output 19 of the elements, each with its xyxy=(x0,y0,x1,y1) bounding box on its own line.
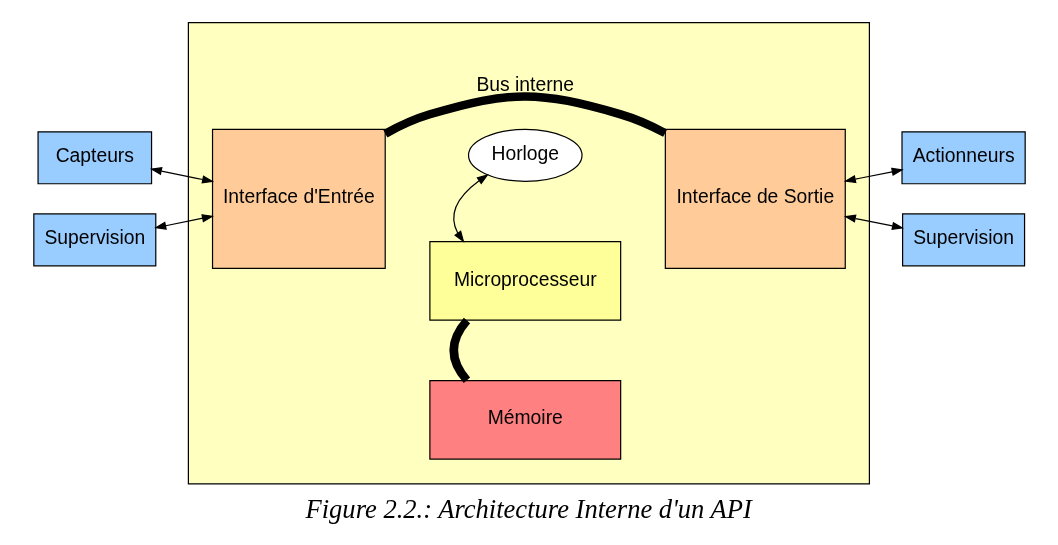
edge-label: Bus interne xyxy=(475,74,574,96)
arrow xyxy=(149,167,214,184)
node-box: Supervision xyxy=(32,213,156,267)
node-box: Capteurs xyxy=(36,131,152,185)
arrow xyxy=(843,214,904,231)
node-box: Interface d'Entrée xyxy=(211,128,386,269)
connector xyxy=(449,317,470,383)
node-box: Microprocesseur xyxy=(428,241,621,321)
arrow xyxy=(843,167,904,184)
cluster xyxy=(187,21,870,485)
arrow xyxy=(153,214,214,230)
connector xyxy=(382,92,667,138)
node-box: Mémoire xyxy=(428,379,621,460)
node-ellipse: Horloge xyxy=(467,128,583,182)
caption: Figure 2.2.: Architecture Interne d'un API xyxy=(305,494,752,525)
node-box: Interface de Sortie xyxy=(664,128,846,269)
node-box: Actionneurs xyxy=(900,131,1026,185)
node-box: Supervision xyxy=(901,213,1025,267)
arrow xyxy=(452,174,489,243)
